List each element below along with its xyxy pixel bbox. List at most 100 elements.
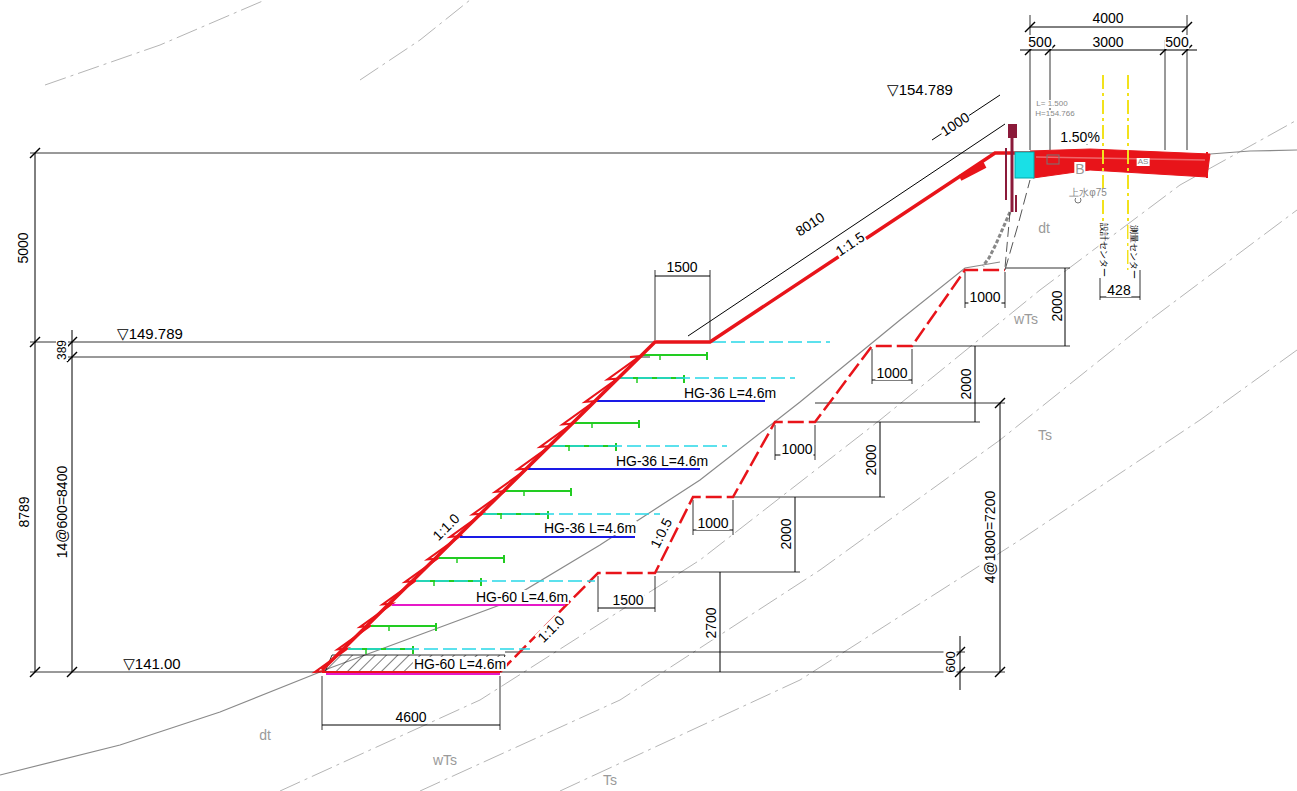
- geogrid-tick: [659, 355, 661, 360]
- dimension-label: 2000: [1050, 289, 1064, 322]
- elevation-label: ▽149.789: [116, 326, 184, 341]
- curve-note: H=154.766: [1034, 110, 1075, 118]
- geogrid-tick: [570, 488, 572, 496]
- ground-line: [1210, 150, 1297, 154]
- dimension-label: 2700: [704, 606, 718, 639]
- geogrid-long: [483, 513, 660, 515]
- extension-lines: [30, 15, 1187, 730]
- geogrid-hg36: [528, 468, 700, 470]
- fill-slope: [322, 153, 1030, 670]
- geogrid-tick: [388, 626, 390, 631]
- slope-ratio: 1:1.0: [534, 612, 567, 645]
- dimension-label: 1000: [696, 516, 729, 530]
- soil-layer-label: dt: [258, 728, 272, 742]
- dimension-label: 389: [56, 339, 68, 361]
- inlet-symbol: [1047, 155, 1059, 164]
- elevation-label: ▽141.00: [122, 656, 181, 671]
- dimension-label: 2000: [959, 367, 973, 400]
- geogrid-tick: [568, 446, 570, 451]
- geogrid-tick: [523, 491, 525, 496]
- geogrid-hg36: [596, 400, 765, 402]
- geogrid-tick: [615, 443, 617, 451]
- geogrid-tick: [636, 378, 638, 383]
- geogrid-tick: [480, 578, 482, 586]
- dimension-label: 8789: [17, 495, 31, 528]
- soil-layer-label: dt: [1037, 221, 1051, 235]
- geogrid-short: [439, 557, 504, 559]
- geogrid-hg60: [392, 604, 565, 606]
- dimension-label: 1000: [937, 109, 972, 139]
- soil-layer-label: Ts: [602, 773, 618, 787]
- pipe-label: 上水φ75: [1068, 188, 1108, 198]
- crossfall-label: 1.50%: [1059, 130, 1101, 144]
- geogrid-short: [371, 625, 436, 627]
- geogrid-label: HG-60 L=4.6m: [413, 657, 507, 671]
- excavation-line: [500, 270, 1005, 672]
- geogrid-hg36: [460, 536, 635, 538]
- curve-note: L= 1.500: [1035, 100, 1068, 108]
- ground-line: [0, 262, 1000, 775]
- geogrid-label: HG-36 L=4.6m: [543, 521, 637, 535]
- soil-layer-label: wTs: [1013, 312, 1039, 326]
- geogrid-label: HG-36 L=4.6m: [615, 454, 709, 468]
- excavation-line: [1005, 180, 1030, 270]
- dimension-label: 2000: [779, 517, 793, 550]
- dimension-lines: [35, 27, 1197, 725]
- geogrid-tick: [638, 420, 640, 428]
- dimension-label: 1000: [968, 290, 1001, 304]
- geogrid-long: [551, 445, 727, 447]
- soil-layer-label: Ts: [1037, 428, 1053, 442]
- slope-ratio: 1:1.5: [832, 229, 867, 259]
- geogrid-label: HG-60 L=4.6m: [475, 590, 569, 604]
- dimension-label: 1000: [875, 366, 908, 380]
- dimension-ticks: [30, 22, 1192, 677]
- geogrid-tick: [365, 649, 367, 654]
- dimension-label: 5000: [16, 231, 30, 264]
- geogrid-tick: [456, 558, 458, 563]
- pavement-mark: AS: [1137, 158, 1150, 166]
- soil-layer-label: wTs: [432, 753, 458, 767]
- geogrid-tick: [412, 646, 414, 654]
- geogrid-short: [642, 354, 707, 356]
- centerline-label: 設計センター: [1099, 222, 1108, 278]
- pavement-mark: B: [1074, 162, 1085, 176]
- centerline-label: 測量センター: [1129, 224, 1138, 280]
- geogrid-short: [574, 422, 639, 424]
- geogrid-long: [416, 580, 595, 582]
- geogrid-short: [506, 490, 571, 492]
- road-pavement: [1030, 149, 1210, 178]
- dimension-label: 14@600=8400: [55, 465, 69, 559]
- geogrid-hg60: [326, 673, 500, 675]
- geogrid-label: HG-36 L=4.6m: [683, 386, 777, 400]
- geogrid-layers: [315, 342, 830, 674]
- geogrid-long: [348, 648, 530, 650]
- geogrid-tick: [500, 514, 502, 519]
- geogrid-tick: [433, 581, 435, 586]
- dimension-label: 3000: [1091, 35, 1124, 49]
- geogrid-tick: [591, 423, 593, 428]
- dimension-label: 500: [1027, 35, 1052, 49]
- dimension-label: 8010: [792, 209, 827, 239]
- gutter-block: [1015, 152, 1034, 178]
- dimension-label: 1500: [665, 260, 698, 274]
- wall-base: [322, 671, 500, 673]
- elevation-label: ▽154.789: [886, 82, 954, 97]
- dimension-label: 4000: [1091, 11, 1124, 25]
- fill-slope: [960, 165, 985, 178]
- dimension-label: 1500: [611, 593, 644, 607]
- dimension-label: 600: [944, 650, 957, 674]
- geogrid-long: [619, 377, 795, 379]
- geogrid-tick: [683, 375, 685, 383]
- geogrid-tick: [547, 511, 549, 519]
- dimension-label: 4600: [394, 710, 427, 724]
- geogrid-tick: [503, 555, 505, 563]
- geogrid-tick: [706, 352, 708, 360]
- dimension-label: 500: [1164, 35, 1189, 49]
- geogrid-tick: [435, 623, 437, 631]
- dimension-label: 1000: [780, 442, 813, 456]
- guardrail: [1006, 124, 1017, 212]
- dimension-label: 4@1800=7200: [983, 490, 997, 584]
- dimension-label: 428: [1106, 283, 1131, 297]
